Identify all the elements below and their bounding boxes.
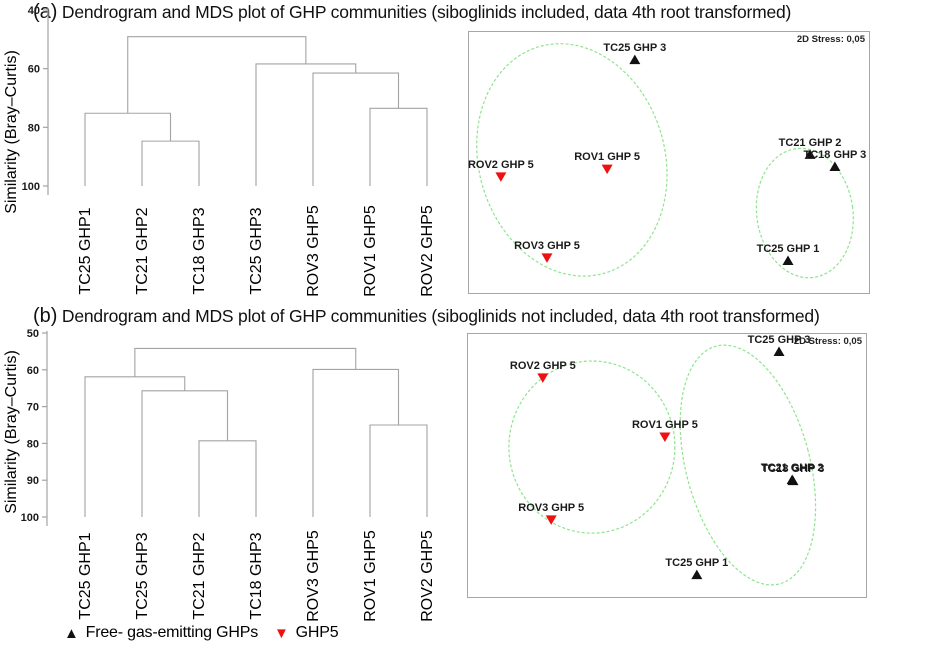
dendrogram-link — [141, 140, 200, 186]
leaf-label: ROV3 GHP5 — [305, 205, 322, 297]
legend: ▲ Free- gas-emitting GHPs ▼ GHP5 — [64, 624, 339, 642]
stress-label-b: 2D Stress: 0,05 — [793, 336, 862, 347]
legend-label-free-gas: Free- gas-emitting GHPs — [85, 624, 259, 641]
leaf-label: TC21 GHP2 — [134, 207, 151, 294]
dendrogram-link — [255, 63, 357, 186]
dendrogram-link — [369, 424, 428, 517]
leaf-label: ROV1 GHP5 — [362, 205, 379, 297]
leaf-label: TC25 GHP1 — [77, 207, 94, 294]
leaf-label: TC25 GHP3 — [248, 207, 265, 294]
dendrogram-link — [127, 36, 307, 114]
panel-a-title-row: (a) Dendrogram and MDS plot of GHP commu… — [33, 1, 791, 24]
panel-b-title-row: (b) Dendrogram and MDS plot of GHP commu… — [33, 305, 820, 328]
dendrogram-link — [84, 112, 172, 186]
axis-tick-label: 60 — [27, 365, 39, 377]
axis-tick-label: 100 — [22, 181, 40, 193]
dendrogram-link — [369, 107, 428, 186]
triangle-down-icon: ▼ — [274, 624, 289, 642]
panel-b-title: Dendrogram and MDS plot of GHP communiti… — [61, 306, 820, 326]
dendrogram-link — [84, 376, 186, 517]
leaf-label: TC25 GHP3 — [134, 532, 151, 619]
axis-tick-label: 60 — [28, 64, 40, 76]
dendrogram-link — [198, 440, 257, 517]
legend-label-ghp5: GHP5 — [295, 624, 339, 641]
axis-tick-label: 100 — [21, 512, 39, 524]
triangle-up-icon: ▲ — [64, 624, 79, 642]
leaf-label: TC21 GHP2 — [191, 532, 208, 619]
panel-a-title: Dendrogram and MDS plot of GHP communiti… — [61, 2, 792, 22]
dendrogram-link — [134, 347, 357, 377]
axis-tick-label: 90 — [27, 475, 39, 487]
axis-tick-label: 50 — [27, 328, 39, 340]
leaf-label: ROV3 GHP5 — [305, 530, 322, 622]
leaf-label: TC25 GHP1 — [77, 532, 94, 619]
y-axis-label-a: Similarity (Bray–Curtis) — [3, 50, 20, 214]
panel-b-label: (b) — [33, 305, 58, 327]
leaf-label: ROV1 GHP5 — [362, 530, 379, 622]
dendrogram-link — [141, 390, 229, 517]
axis-tick-label: 80 — [27, 438, 39, 450]
axis-tick-label: 70 — [27, 402, 39, 414]
stress-label-a: 2D Stress: 0,05 — [796, 34, 865, 45]
leaf-label: ROV2 GHP5 — [419, 205, 436, 297]
leaf-label: TC18 GHP3 — [191, 207, 208, 294]
axis-tick-label: 80 — [28, 122, 40, 134]
panel-a-label: (a) — [33, 1, 58, 23]
dendrogram-link — [312, 368, 400, 517]
dendrogram-link — [312, 72, 400, 186]
y-axis-label-b: Similarity (Bray–Curtis) — [3, 350, 20, 514]
leaf-label: ROV2 GHP5 — [419, 530, 436, 622]
mds-plot-a: 2D Stress: 0,05 — [468, 31, 870, 294]
mds-plot-b: 2D Stress: 0,05 — [467, 333, 867, 598]
leaf-label: TC18 GHP3 — [248, 532, 265, 619]
